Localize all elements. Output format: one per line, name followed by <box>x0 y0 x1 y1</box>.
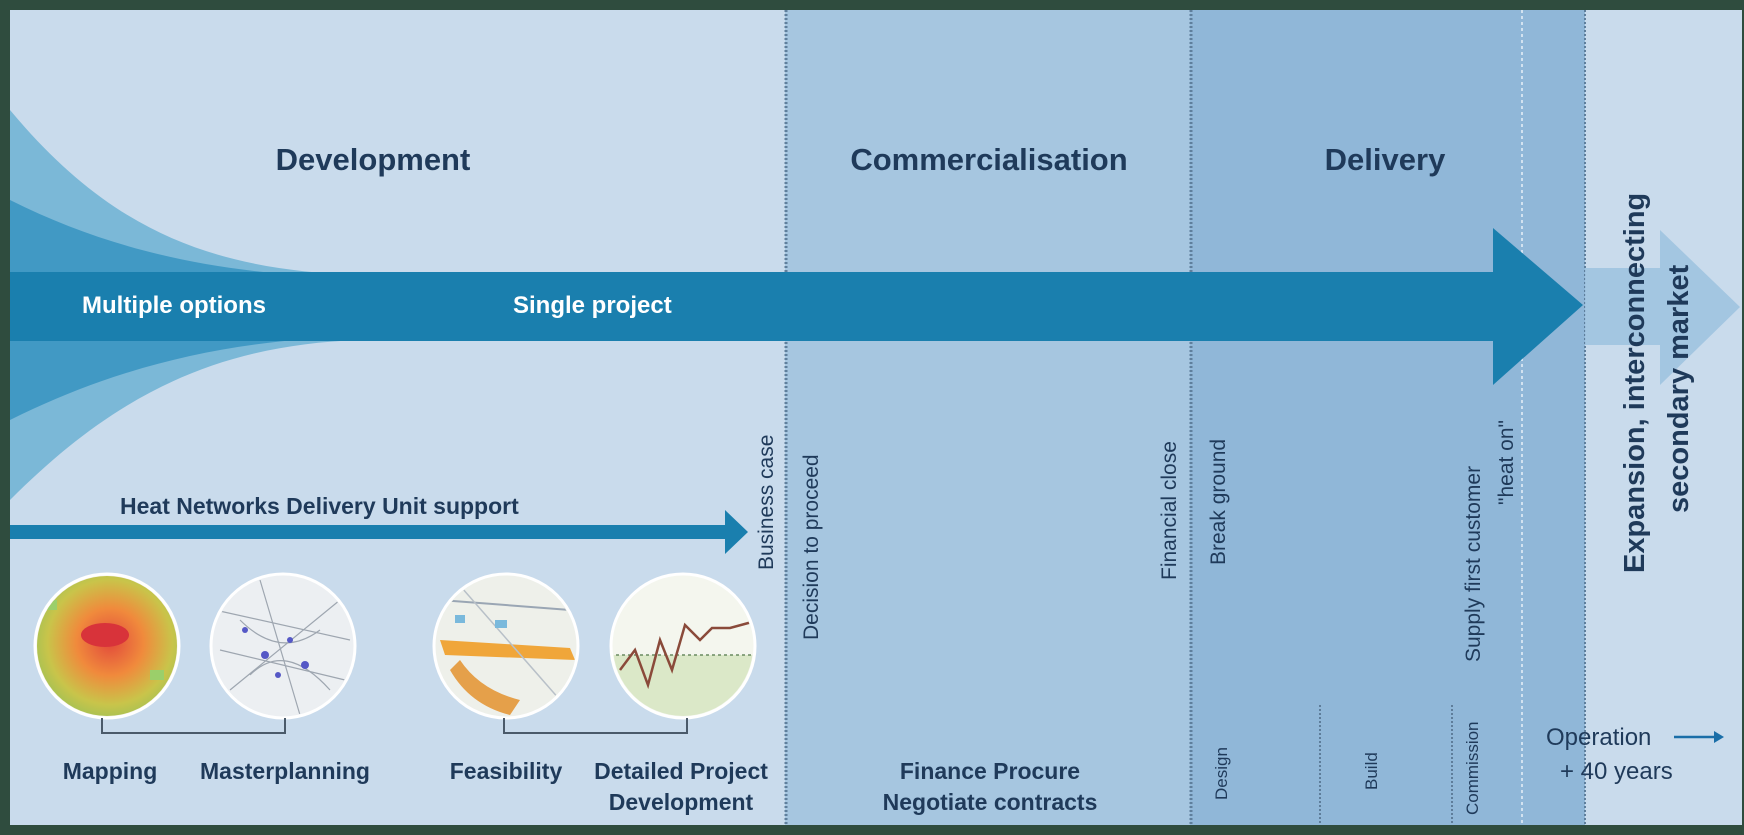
masterplan-map-icon <box>209 572 357 720</box>
bracket-mapping <box>101 718 286 734</box>
sub-stage-commission: Commission <box>1463 721 1482 815</box>
milestone-heat-on: "heat on" <box>1495 420 1518 505</box>
heat-map-icon <box>33 572 181 720</box>
sub-stage-design: Design <box>1212 747 1231 800</box>
phase-development: Development <box>276 142 471 177</box>
milestone-decision-to-proceed: Decision to proceed <box>800 454 823 640</box>
phase-delivery: Delivery <box>1325 142 1446 177</box>
step-masterplanning: Masterplanning <box>200 758 370 784</box>
project-chart-icon <box>609 572 757 720</box>
single-project-label: Single project <box>513 292 672 319</box>
multiple-options-label: Multiple options <box>82 292 266 319</box>
milestone-supply-first-customer: Supply first customer <box>1462 466 1485 662</box>
expansion-line2: secondary market <box>1663 264 1695 513</box>
delivery-band <box>1190 10 1585 825</box>
main-project-arrow <box>10 228 1583 385</box>
step-finance-procure: Finance Procure <box>900 758 1080 784</box>
operation-arrow-icon <box>1674 731 1724 743</box>
sub-stage-build: Build <box>1362 752 1381 790</box>
feasibility-map-icon <box>432 572 580 720</box>
operation-label: Operation <box>1546 724 1651 751</box>
operation-duration: + 40 years <box>1560 758 1673 785</box>
support-arrow <box>10 510 748 554</box>
bracket-feasibility <box>503 718 688 734</box>
expansion-arrow <box>1585 230 1740 385</box>
commercialisation-band <box>785 10 1190 825</box>
phase-commercialisation: Commercialisation <box>850 142 1127 177</box>
milestone-break-ground: Break ground <box>1207 439 1230 565</box>
step-mapping: Mapping <box>63 758 158 784</box>
step-feasibility: Feasibility <box>450 758 563 784</box>
step-detailed-line1: Detailed Project <box>594 758 768 784</box>
step-detailed-line2: Development <box>609 789 754 815</box>
milestone-financial-close: Financial close <box>1158 441 1181 580</box>
expansion-line1: Expansion, interconnecting <box>1619 193 1651 573</box>
step-negotiate-contracts: Negotiate contracts <box>883 789 1098 815</box>
support-label: Heat Networks Delivery Unit support <box>120 493 519 519</box>
milestone-business-case: Business case <box>755 435 778 570</box>
